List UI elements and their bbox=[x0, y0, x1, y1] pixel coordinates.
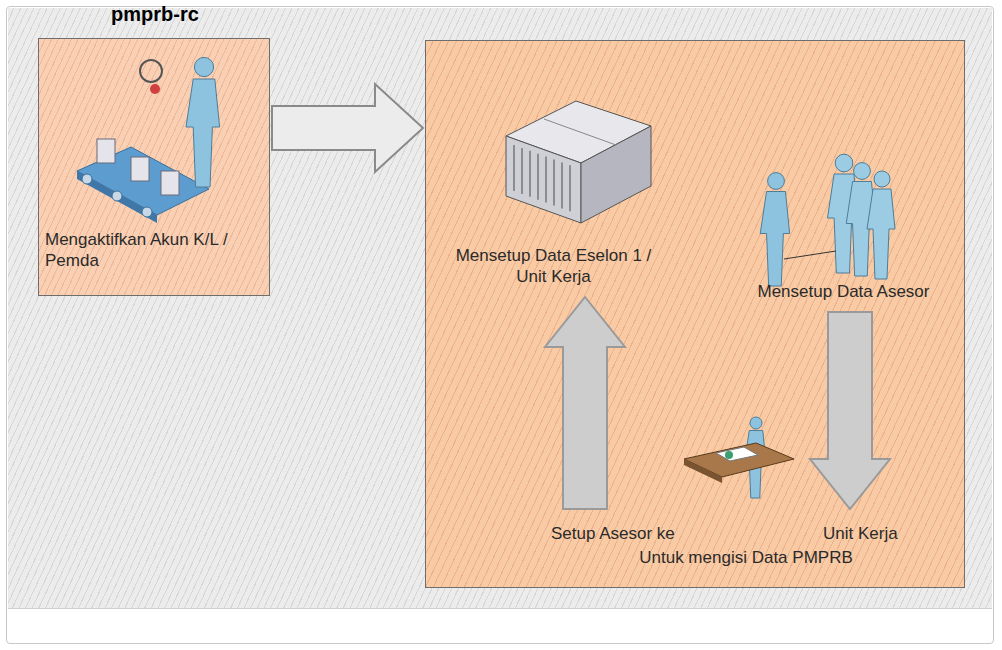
step-box: Setup Asesor ke Unit KerjaUntuk mengisi D… bbox=[541, 513, 951, 574]
step-label: Mensetup Data Asesor bbox=[726, 281, 961, 302]
block-arrow bbox=[272, 84, 423, 172]
product-box bbox=[131, 157, 149, 181]
person-body bbox=[186, 79, 220, 187]
person-head bbox=[854, 163, 871, 180]
product-box bbox=[97, 139, 115, 163]
setup-panel: Mensetup Data Eselon 1 / Unit KerjaMense… bbox=[425, 40, 965, 588]
server-icon bbox=[506, 101, 651, 223]
product-box bbox=[161, 171, 179, 195]
person-body bbox=[867, 189, 895, 279]
gear bbox=[140, 60, 162, 82]
block-arrow bbox=[545, 297, 625, 509]
panel-illustrations bbox=[426, 41, 966, 589]
roller bbox=[112, 191, 122, 201]
block-arrow bbox=[810, 312, 890, 509]
desk-worker bbox=[684, 417, 794, 498]
person-body bbox=[760, 192, 789, 287]
assessor-group bbox=[760, 154, 895, 286]
person-head bbox=[194, 57, 213, 76]
person-head bbox=[874, 171, 890, 187]
person-head bbox=[768, 173, 785, 190]
step-box: Mensetup Data Asesor bbox=[726, 275, 961, 308]
person-head bbox=[750, 417, 762, 429]
box-heading: pmprb-rc bbox=[39, 4, 271, 25]
person-head bbox=[835, 154, 853, 172]
tool bbox=[150, 84, 160, 94]
step-label: Unit Kerja bbox=[823, 523, 943, 544]
step-label: Mengaktifkan Akun K/L / Pemda bbox=[45, 229, 265, 271]
account-box: pmprb-rcMengaktifkan Akun K/L / Pemda bbox=[38, 38, 270, 296]
roller bbox=[82, 174, 92, 184]
step-box: Mensetup Data Eselon 1 / Unit Kerja bbox=[441, 239, 666, 293]
step-label: Mensetup Data Eselon 1 / Unit Kerja bbox=[441, 245, 666, 287]
step-label: Setup Asesor ke bbox=[551, 523, 731, 544]
step-label: Untuk mengisi Data PMPRB bbox=[541, 547, 951, 568]
roller bbox=[142, 207, 152, 217]
